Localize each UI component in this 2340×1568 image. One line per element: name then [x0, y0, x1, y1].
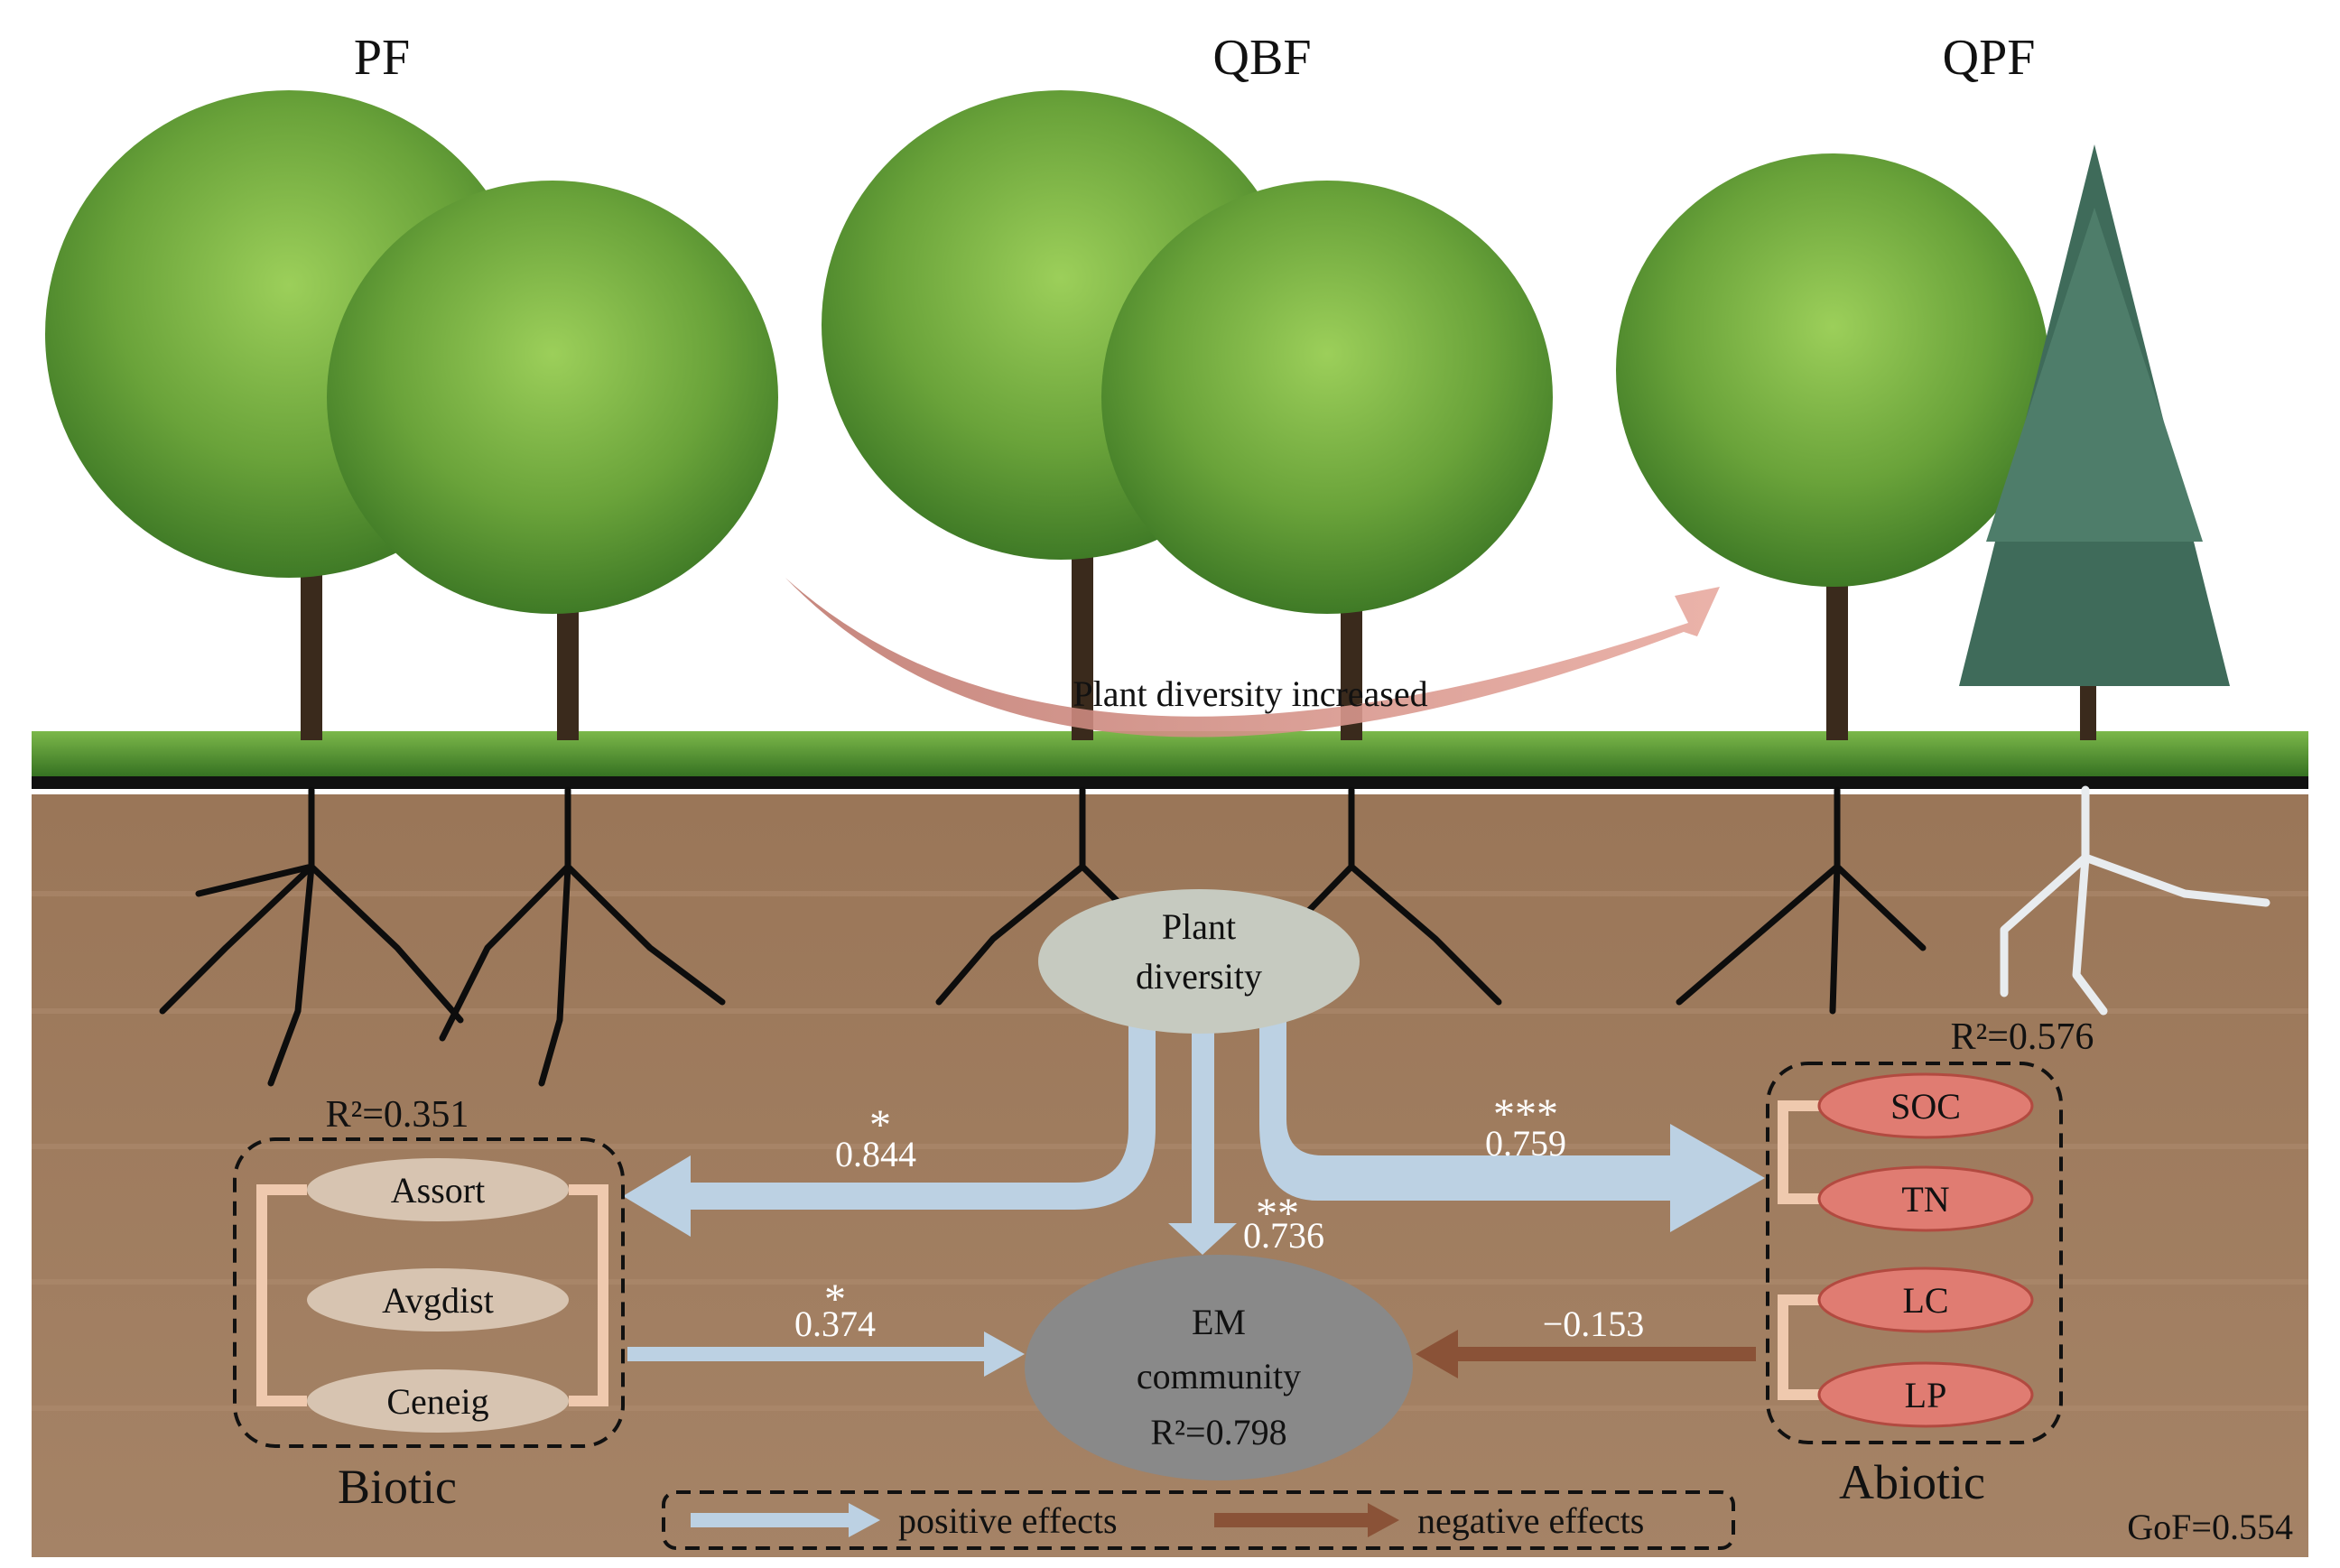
tree-canopy: [1101, 181, 1553, 614]
abiotic-item-soc: [1817, 1072, 2034, 1139]
abiotic-item-lp: [1817, 1361, 2034, 1428]
biotic-item-avgdist: [307, 1268, 569, 1331]
abiotic-bracket-bottom: [1778, 1294, 1824, 1400]
abiotic-item-label: LC: [1902, 1280, 1948, 1321]
biotic-group: Assort Avgdist Ceneig R²=0.351 Biotic: [233, 1094, 625, 1514]
arrow-biotic-to-em: [627, 1331, 1025, 1377]
sig-plant-to-biotic: *: [869, 1101, 891, 1149]
em-community-label-line1: EM: [1192, 1302, 1246, 1342]
abiotic-label: Abiotic: [1839, 1455, 1985, 1509]
abiotic-bracket-top: [1778, 1100, 1824, 1204]
tree-group-qbf: [822, 90, 1553, 740]
title-pf: PF: [354, 30, 410, 86]
biotic-item-label: Ceneig: [386, 1381, 488, 1422]
title-qpf: QPF: [1943, 30, 2036, 86]
forest-titles: PF QBF QPF: [354, 30, 2036, 86]
gradient-label: Plant diversity increased: [1072, 673, 1427, 714]
sig-plant-to-abiotic: ***: [1493, 1090, 1558, 1138]
arrow-plant-to-abiotic: [1259, 1020, 1765, 1232]
tree-canopy: [327, 181, 778, 614]
legend-positive-arrow: [691, 1503, 880, 1537]
path-coefficients: * 0.844 ** 0.736 *** 0.759 * 0.374 −0.15…: [794, 1090, 1644, 1344]
roots: [159, 786, 1927, 1087]
conifer-canopy: [1986, 208, 2203, 542]
coef-plant-to-abiotic: 0.759: [1485, 1123, 1566, 1164]
biotic-item-assort: [307, 1158, 569, 1221]
abiotic-dashed-box: [1766, 1062, 2063, 1444]
tree-canopy: [1616, 153, 2049, 587]
abiotic-group: SOC TN LC LP R²=0.576 Abiotic: [1766, 1016, 2094, 1509]
tree-group-pf: [45, 90, 778, 740]
diversity-gradient-arrow: [785, 578, 1720, 738]
abiotic-item-lc: [1817, 1266, 2034, 1333]
sig-plant-to-em: **: [1256, 1190, 1299, 1238]
grass-strip: [32, 731, 2308, 781]
abiotic-item-label: SOC: [1890, 1086, 1961, 1127]
biotic-item-ceneig: [307, 1369, 569, 1433]
positive-path-arrows: [623, 1020, 1765, 1377]
biotic-item-label: Avgdist: [382, 1280, 494, 1321]
ground-line: [32, 776, 2308, 789]
em-community-r2: R²=0.798: [1150, 1412, 1286, 1452]
biotic-item-label: Assort: [391, 1170, 485, 1211]
coef-abiotic-to-em: −0.153: [1543, 1304, 1645, 1344]
legend-negative-arrow: [1214, 1503, 1399, 1537]
abiotic-item-label: LP: [1905, 1375, 1947, 1415]
biotic-bracket-left: [256, 1184, 307, 1406]
sig-biotic-to-em: *: [824, 1276, 846, 1323]
plant-diversity-label-line1: Plant: [1162, 906, 1236, 947]
conifer-roots: [2000, 785, 2270, 1016]
plant-diversity-node: [1038, 889, 1360, 1034]
biotic-label: Biotic: [338, 1460, 457, 1514]
biotic-dashed-box: [233, 1137, 625, 1448]
goodness-of-fit: GoF=0.554: [2127, 1507, 2293, 1547]
em-community-label-line2: community: [1137, 1356, 1301, 1396]
abiotic-item-label: TN: [1901, 1179, 1949, 1220]
abiotic-item-tn: [1817, 1165, 2034, 1232]
arrow-abiotic-to-em: [1416, 1330, 1756, 1378]
legend-box: [662, 1490, 1735, 1550]
abiotic-r2: R²=0.576: [1951, 1016, 2094, 1058]
arrow-plant-to-em: [1168, 1020, 1237, 1255]
coef-biotic-to-em: 0.374: [794, 1304, 876, 1344]
legend-negative-label: negative effects: [1417, 1500, 1644, 1541]
tree-group-qpf: [1616, 144, 2230, 740]
coef-plant-to-em: 0.736: [1243, 1215, 1324, 1256]
biotic-r2: R²=0.351: [326, 1094, 469, 1136]
title-qbf: QBF: [1213, 30, 1312, 86]
arrow-plant-to-biotic: [623, 1020, 1156, 1237]
legend-positive-label: positive effects: [898, 1500, 1118, 1541]
legend: positive effects negative effects: [662, 1490, 1735, 1550]
plant-diversity-label-line2: diversity: [1136, 956, 1262, 997]
em-community-node: [1025, 1255, 1413, 1480]
biotic-bracket-right: [569, 1184, 608, 1406]
coef-plant-to-biotic: 0.844: [835, 1134, 916, 1174]
